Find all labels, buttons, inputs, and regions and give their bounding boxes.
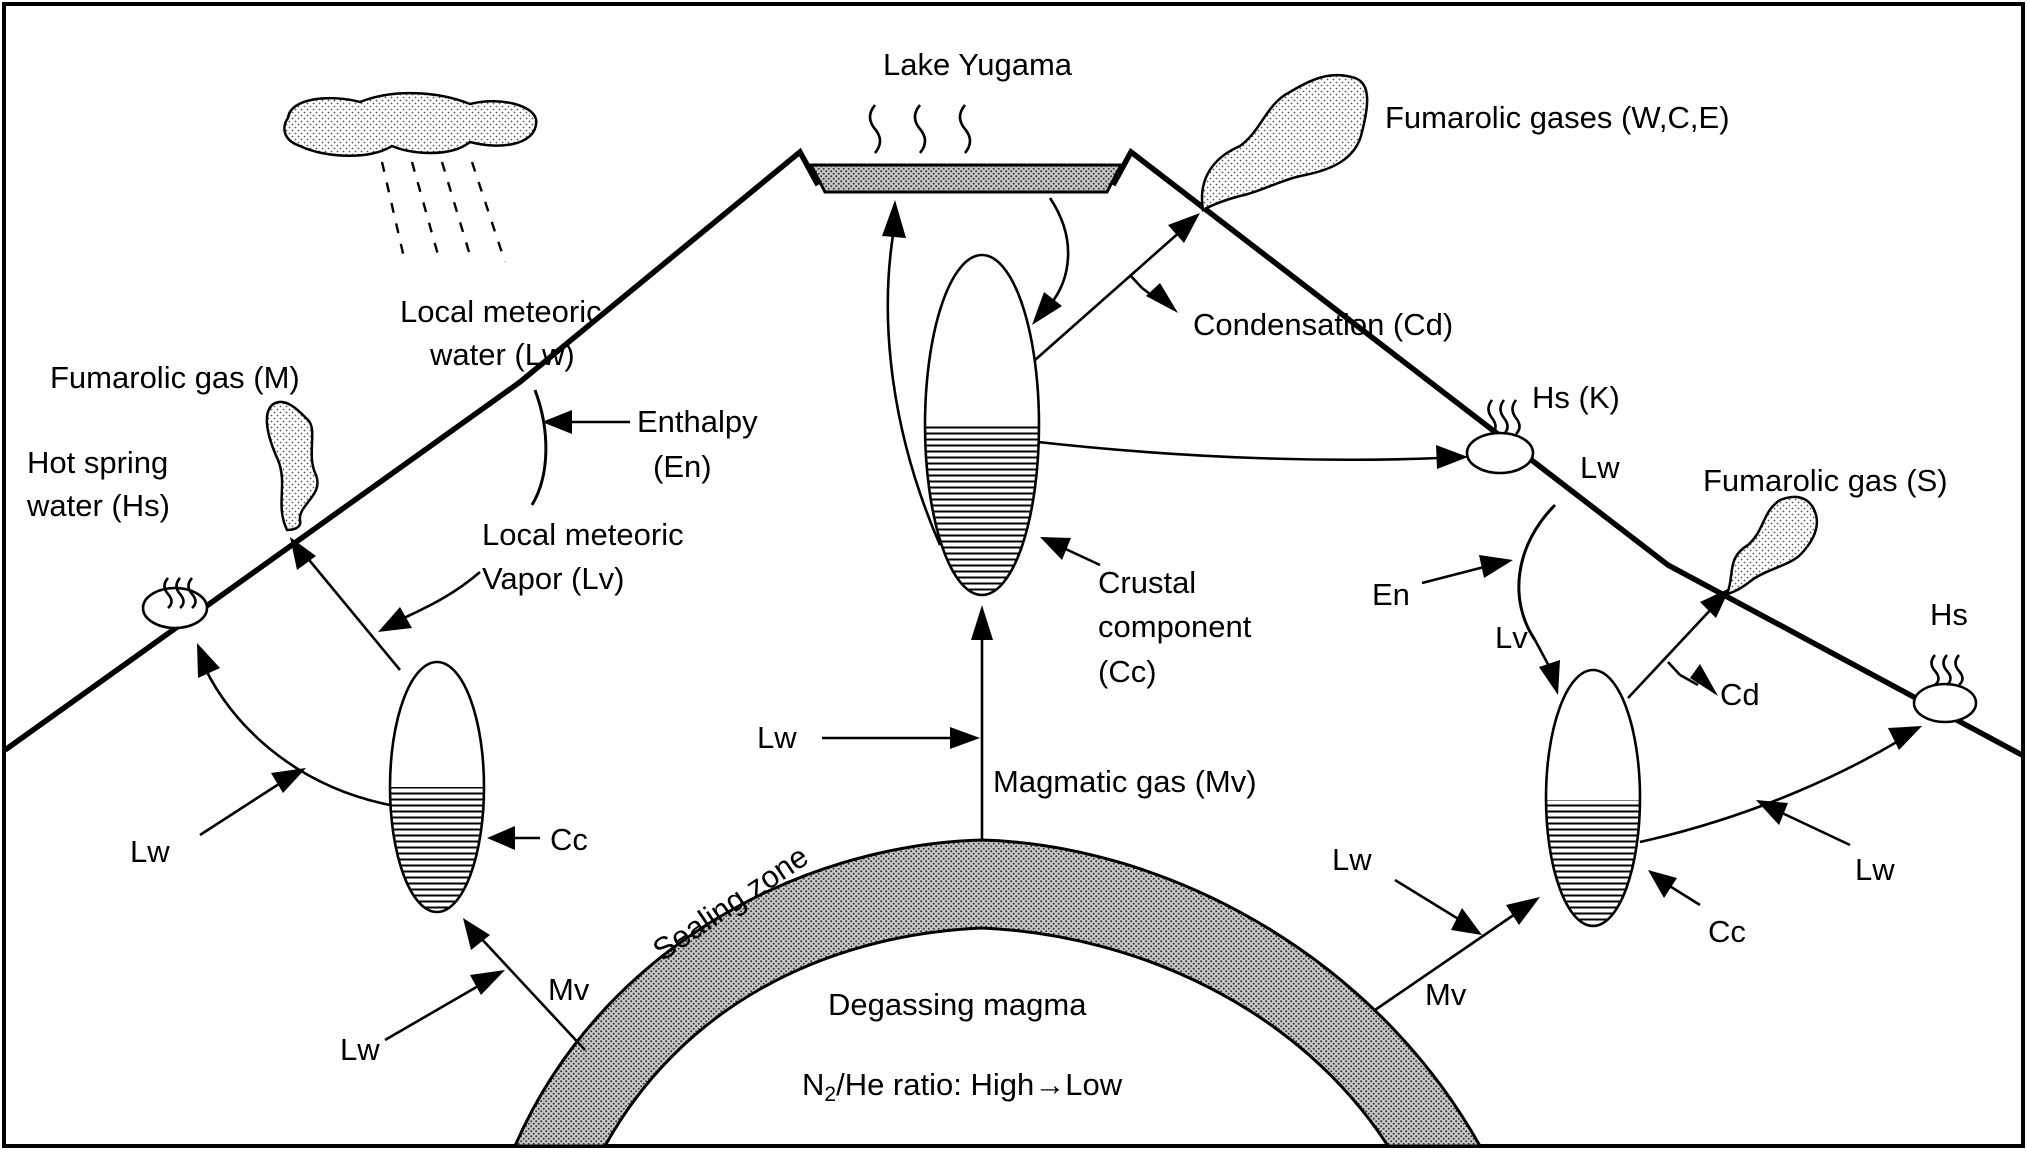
hot-spring-left-icon: [141, 577, 209, 630]
label-local-meteoric-water-line1: Local meteoric: [400, 294, 602, 329]
label-hs-k: Hs (K): [1532, 380, 1620, 415]
flow-arrows: [197, 197, 1922, 1051]
label-lv-right: Lv: [1495, 620, 1528, 655]
label-enthalpy-line1: Enthalpy: [637, 404, 758, 439]
label-n2he-ratio: N2/He ratio: High→Low: [802, 1067, 1123, 1106]
label-crustal-line1: Crustal: [1098, 565, 1196, 600]
label-hot-spring-line1: Hot spring: [27, 445, 168, 480]
label-lw-far-right: Lw: [1855, 852, 1895, 887]
fumarolic-plume-m-icon: [265, 400, 319, 532]
label-local-meteoric-water-line2: water (Lw): [429, 337, 575, 372]
label-cc-right: Cc: [1708, 914, 1746, 949]
label-fumarolic-gases-wce: Fumarolic gases (W,C,E): [1385, 100, 1730, 135]
label-fumarolic-gas-m: Fumarolic gas (M): [50, 360, 300, 395]
label-fumarolic-gas-s: Fumarolic gas (S): [1703, 463, 1948, 498]
lake-steam-icon: [868, 104, 972, 154]
label-hot-spring-line2: water (Hs): [26, 488, 170, 523]
label-cd-right: Cd: [1720, 677, 1760, 712]
label-enthalpy-line2: (En): [653, 449, 712, 484]
reservoir-left: [388, 660, 486, 914]
label-lake-yugama: Lake Yugama: [883, 47, 1073, 82]
sealing-zone-band: [512, 838, 1483, 1148]
label-local-vapor-line1: Local meteoric: [482, 517, 684, 552]
volcano-slope-left: [3, 147, 821, 753]
rain-icon: [380, 161, 507, 263]
label-mv-right: Mv: [1425, 977, 1467, 1012]
label-degassing-magma: Degassing magma: [828, 987, 1087, 1022]
hot-spring-k-icon: [1465, 399, 1535, 475]
label-crustal-line3: (Cc): [1098, 654, 1157, 689]
lake-yugama-basin: [808, 163, 1124, 194]
label-crustal-line2: component: [1098, 609, 1252, 644]
label-lw-right-mid: Lw: [1332, 842, 1372, 877]
fumarolic-plume-s-icon: [1724, 495, 1819, 596]
label-magmatic-gas: Magmatic gas (Mv): [993, 764, 1257, 799]
label-lw-center: Lw: [757, 720, 797, 755]
label-condensation: Condensation (Cd): [1193, 307, 1453, 342]
label-lw-right-top: Lw: [1580, 450, 1620, 485]
label-en-right: En: [1372, 577, 1410, 612]
label-cc-left: Cc: [550, 822, 588, 857]
hot-spring-right-icon: [1912, 654, 1978, 724]
fumarolic-plume-wce-icon: [1200, 73, 1369, 212]
reservoir-right: [1544, 668, 1642, 928]
label-hs-right: Hs: [1930, 597, 1968, 632]
label-mv-left: Mv: [548, 972, 590, 1007]
volcano-slope-right: [1110, 147, 2024, 758]
label-local-vapor-line2: Vapor (Lv): [482, 561, 624, 596]
label-lw-left-mid: Lw: [130, 834, 170, 869]
cloud-icon: [283, 91, 538, 157]
label-lw-left-bottom: Lw: [340, 1032, 380, 1067]
reservoir-center: [923, 253, 1041, 597]
